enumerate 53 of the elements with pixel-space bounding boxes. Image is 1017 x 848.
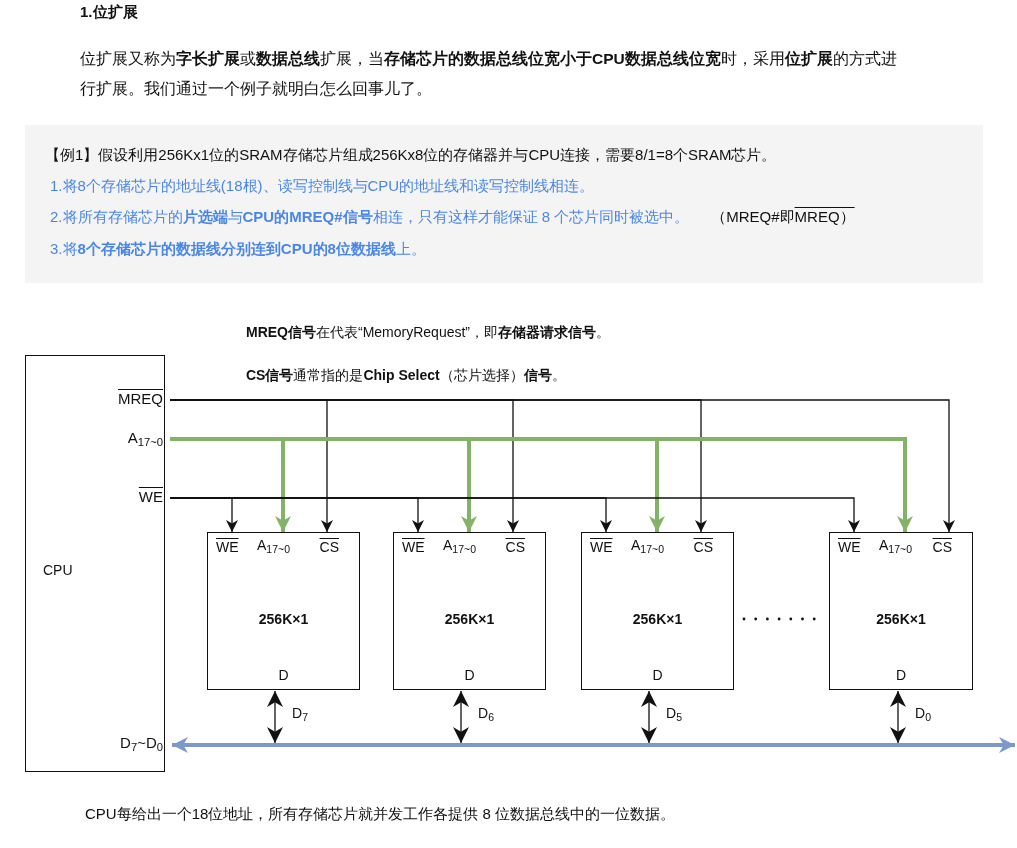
pin-label: MREQ <box>26 390 171 407</box>
memory-chip <box>581 532 734 690</box>
example-text: 【例1】假设利用256Kx1位的SRAM存储芯片组成256Kx8位的存储器并与CPU连接，需要8/1=8个SRAM芯片。 <box>45 146 777 165</box>
memory-chip <box>393 532 546 690</box>
arrow <box>170 437 913 532</box>
memory-chip <box>207 532 360 690</box>
note-text: （MREQ#即 <box>711 208 795 225</box>
pin-label: D$_{7}$~D$_{0}$ <box>26 734 171 754</box>
pin-label: WE <box>216 539 239 555</box>
pin-label: A$_{17~0}$ <box>26 429 171 449</box>
pin-label: WE <box>838 539 861 555</box>
pin-label: WE <box>402 539 425 555</box>
memory-chip <box>829 532 973 690</box>
pin-label: A$_{17~0}$ <box>257 537 290 556</box>
pin-label: WE <box>26 488 171 505</box>
pin-label: A$_{17~0}$ <box>443 537 476 556</box>
section-title: 1.位扩展 <box>80 3 138 22</box>
signal-name: MREQ） <box>794 208 855 225</box>
cpu-label: CPU <box>43 562 73 578</box>
data-line-arrow <box>890 690 906 744</box>
pin-label: D <box>277 667 290 683</box>
pin-label: D <box>651 667 664 683</box>
capacity-label: 256K×1 <box>257 611 310 627</box>
capacity-label: 256K×1 <box>443 611 496 627</box>
arrow <box>169 399 955 533</box>
pin-label: CS <box>319 539 339 555</box>
note-text: CS信号通常指的是Chip Select（芯片选择）信号。 <box>246 367 566 385</box>
step-text: 1.将8个存储芯片的地址线(18根)、读写控制线与CPU的地址线和读写控制线相连。 <box>50 177 595 196</box>
step-text: 3.将8个存储芯片的数据线分别连到CPU的8位数据线上。 <box>50 240 426 259</box>
pin-label: D <box>463 667 476 683</box>
pin-label: WE <box>590 539 613 555</box>
intro-paragraph: 位扩展又称为字长扩展或数据总线扩展，当存储芯片的数据总线位宽小于CPU数据总线位宽时，采用位扩展的方式进行扩展。我们通过一个例子就明白怎么回事儿了。 <box>80 49 898 99</box>
data-line-arrow <box>641 690 657 744</box>
edge-label: D$_{7}$ <box>291 705 309 724</box>
pin-label: CS <box>693 539 713 555</box>
pin-label: A$_{17~0}$ <box>631 537 664 556</box>
edge-label: D$_{5}$ <box>665 705 683 724</box>
data-line-arrow <box>453 690 469 744</box>
edge-label: D$_{0}$ <box>914 705 932 724</box>
data-bus-arrow <box>172 737 1015 753</box>
cpu-box <box>25 355 165 772</box>
capacity-label: 256K×1 <box>631 611 684 627</box>
pin-label: CS <box>505 539 525 555</box>
pin-label: A$_{17~0}$ <box>879 537 912 556</box>
caption: CPU每给出一个18位地址，所有存储芯片就并发工作各提供 8 位数据总线中的一位数据。 <box>85 805 676 824</box>
pin-label: CS <box>932 539 952 555</box>
step-text: 2.将所有存储芯片的片选端与CPU的MREQ#信号相连，只有这样才能保证 8 个芯片同时被选中。 <box>50 208 690 225</box>
data-line-arrow <box>267 690 283 744</box>
edge-label: D$_{6}$ <box>477 705 495 724</box>
pin-label: D <box>894 667 908 683</box>
capacity-label: 256K×1 <box>875 611 927 627</box>
arrow <box>169 497 860 533</box>
note-text: MREQ信号在代表“MemoryRequest”，即存储器请求信号。 <box>246 324 611 342</box>
